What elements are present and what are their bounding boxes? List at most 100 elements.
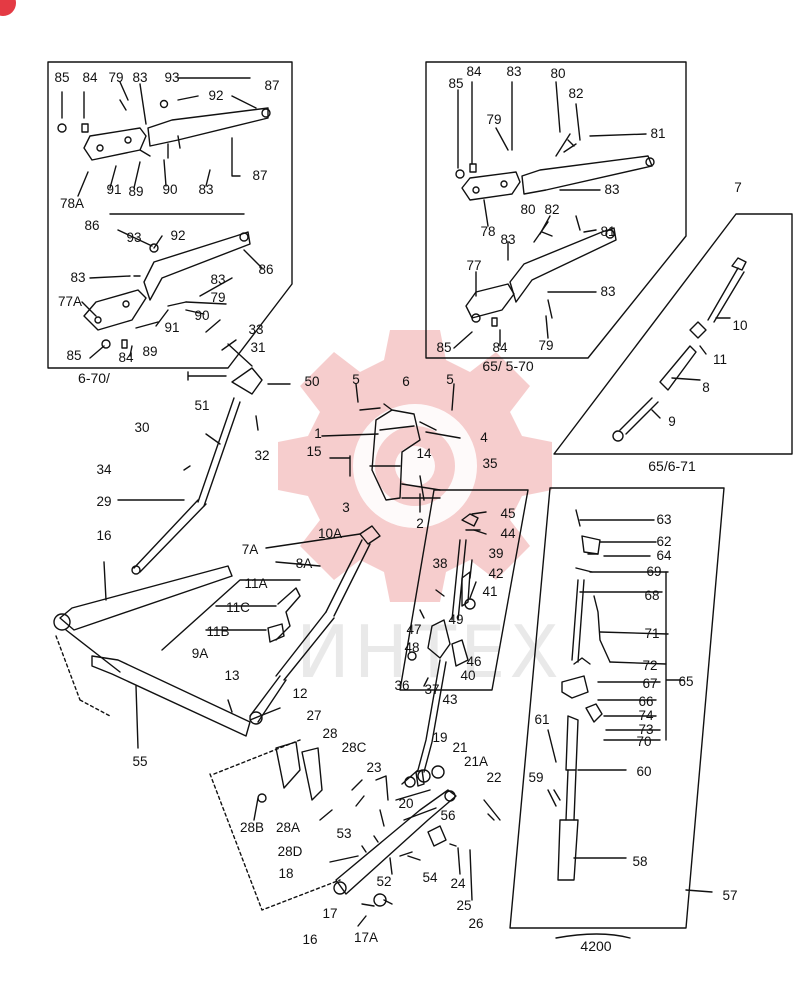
callout-37: 37 <box>424 682 440 697</box>
panel-a-frame <box>47 61 293 369</box>
callout-78A: 78A <box>59 196 85 211</box>
callout-51: 51 <box>194 398 210 413</box>
callout-5: 5 <box>446 372 454 387</box>
callout-28B: 28B <box>239 820 265 835</box>
callout-92: 92 <box>208 88 224 103</box>
caption-65-5-70: 65/ 5-70 <box>482 358 534 374</box>
callout-38: 38 <box>432 556 448 571</box>
callout-85: 85 <box>54 70 70 85</box>
corner-badge <box>0 0 16 16</box>
callout-89: 89 <box>128 184 144 199</box>
callout-27: 27 <box>306 708 322 723</box>
callout-85: 85 <box>436 340 452 355</box>
callout-59: 59 <box>528 770 544 785</box>
callout-54: 54 <box>422 870 438 885</box>
callout-63: 63 <box>656 512 672 527</box>
callout-72: 72 <box>642 658 658 673</box>
callout-90: 90 <box>194 308 210 323</box>
callout-11A: 11A <box>244 576 268 591</box>
callout-30: 30 <box>134 420 150 435</box>
callout-19: 19 <box>432 730 448 745</box>
callout-84: 84 <box>82 70 98 85</box>
callout-56: 56 <box>440 808 456 823</box>
callout-68: 68 <box>644 588 660 603</box>
callout-9: 9 <box>668 414 676 429</box>
callout-87: 87 <box>252 168 268 183</box>
callout-78: 78 <box>480 224 496 239</box>
callout-17: 17 <box>322 906 338 921</box>
caption-4200: 4200 <box>580 938 612 954</box>
callout-89: 89 <box>142 344 158 359</box>
callout-26: 26 <box>468 916 484 931</box>
callout-8A: 8A <box>295 556 313 571</box>
callout-83: 83 <box>600 284 616 299</box>
callout-57: 57 <box>722 888 738 903</box>
callout-28: 28 <box>322 726 338 741</box>
callout-7: 7 <box>734 180 742 195</box>
callout-82: 82 <box>544 202 560 217</box>
callout-47: 47 <box>406 622 422 637</box>
callout-33: 33 <box>248 322 264 337</box>
callout-79: 79 <box>486 112 502 127</box>
callout-93: 93 <box>164 70 180 85</box>
callout-60: 60 <box>636 764 652 779</box>
callout-86: 86 <box>258 262 274 277</box>
callout-58: 58 <box>632 854 648 869</box>
callout-80: 80 <box>550 66 566 81</box>
callout-87: 87 <box>264 78 280 93</box>
callout-77A: 77A <box>57 294 83 309</box>
callout-79: 79 <box>538 338 554 353</box>
callout-4: 4 <box>480 430 488 445</box>
callout-42: 42 <box>488 566 504 581</box>
callout-86: 86 <box>84 218 100 233</box>
callout-70: 70 <box>636 734 652 749</box>
callout-18: 18 <box>278 866 294 881</box>
callout-49: 49 <box>448 612 464 627</box>
callout-50: 50 <box>304 374 320 389</box>
callout-64: 64 <box>656 548 672 563</box>
callout-85: 85 <box>66 348 82 363</box>
callout-83: 83 <box>500 232 516 247</box>
callout-83: 83 <box>210 272 226 287</box>
callout-84: 84 <box>118 350 134 365</box>
callout-79: 79 <box>108 70 124 85</box>
callout-8: 8 <box>702 380 710 395</box>
callout-28D: 28D <box>277 844 303 859</box>
callout-66: 66 <box>638 694 654 709</box>
callout-13: 13 <box>224 668 240 683</box>
callout-7A: 7A <box>241 542 259 557</box>
callout-43: 43 <box>442 692 458 707</box>
callout-14: 14 <box>416 446 432 461</box>
callout-11: 11 <box>712 352 728 367</box>
callout-10: 10 <box>732 318 748 333</box>
callout-85: 85 <box>448 76 464 91</box>
callout-10A: 10A <box>317 526 343 541</box>
panel-b-frame <box>425 61 687 359</box>
callout-62: 62 <box>656 534 672 549</box>
callout-83: 83 <box>506 64 522 79</box>
callout-34: 34 <box>96 462 112 477</box>
callout-28C: 28C <box>341 740 367 755</box>
callout-3: 3 <box>342 500 350 515</box>
caption-65-6-71: 65/6-71 <box>648 458 696 474</box>
panel-d-frame <box>509 487 725 929</box>
callout-35: 35 <box>482 456 498 471</box>
callout-84: 84 <box>492 340 508 355</box>
callout-11C: 11C <box>226 600 250 615</box>
callout-40: 40 <box>460 668 476 683</box>
panel-c-frame <box>553 213 793 455</box>
callout-83: 83 <box>604 182 620 197</box>
callout-23: 23 <box>366 760 382 775</box>
callout-74: 74 <box>638 708 654 723</box>
callout-5: 5 <box>352 372 360 387</box>
callout-83: 83 <box>198 182 214 197</box>
callout-73: 73 <box>638 722 654 737</box>
callout-39: 39 <box>488 546 504 561</box>
callout-55: 55 <box>132 754 148 769</box>
callout-90: 90 <box>162 182 178 197</box>
callout-16: 16 <box>96 528 112 543</box>
callout-44: 44 <box>500 526 516 541</box>
panel-35-frame <box>399 489 529 691</box>
callout-53: 53 <box>336 826 352 841</box>
